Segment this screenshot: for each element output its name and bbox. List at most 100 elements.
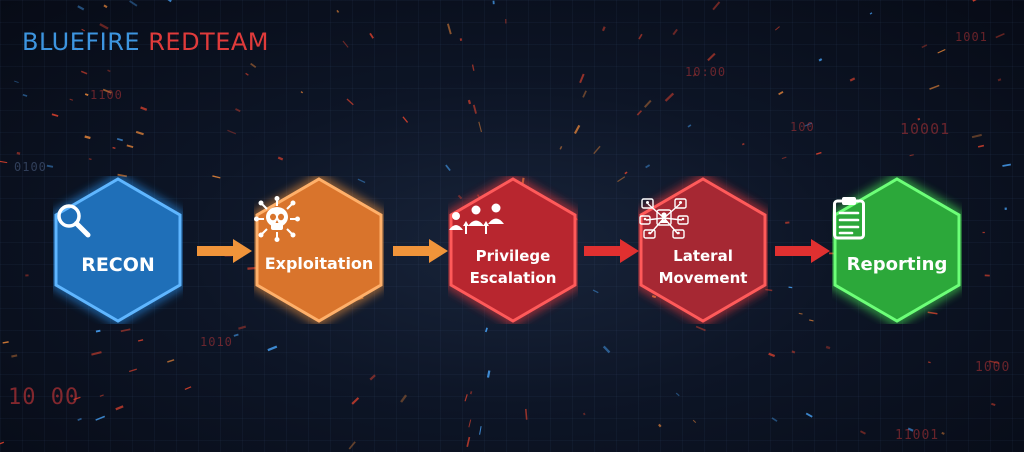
particle bbox=[815, 151, 822, 155]
particle bbox=[791, 350, 796, 354]
particle bbox=[469, 391, 473, 395]
flow-arrow bbox=[775, 239, 830, 263]
particle bbox=[692, 419, 697, 423]
particle bbox=[80, 70, 88, 75]
stage-reporting: Reporting bbox=[832, 176, 962, 324]
particle bbox=[559, 145, 563, 150]
hexagon-shape bbox=[254, 176, 384, 324]
particle bbox=[369, 374, 376, 381]
particle bbox=[400, 394, 408, 403]
particle bbox=[486, 370, 491, 378]
stage-label: Lateral Movement bbox=[648, 246, 758, 290]
particle bbox=[14, 80, 19, 84]
particle bbox=[582, 412, 586, 416]
particle bbox=[972, 0, 977, 2]
particle bbox=[712, 1, 721, 11]
particle bbox=[167, 0, 172, 3]
particle bbox=[126, 144, 134, 148]
particle bbox=[95, 415, 106, 421]
particle bbox=[102, 88, 112, 94]
particle bbox=[115, 405, 124, 411]
stage-privilege-escalation: Privilege Escalation bbox=[448, 176, 578, 324]
particle bbox=[771, 417, 778, 422]
particle bbox=[128, 368, 137, 373]
particle bbox=[741, 142, 745, 146]
particle bbox=[909, 154, 914, 157]
hexagon-shape bbox=[53, 176, 183, 324]
bg-binary-text: 10001 bbox=[900, 120, 951, 138]
particle bbox=[51, 113, 59, 117]
particle bbox=[991, 402, 996, 407]
particle bbox=[479, 426, 482, 435]
bg-binary-text: 10 00 bbox=[8, 385, 80, 410]
particle bbox=[977, 144, 985, 148]
particle bbox=[466, 436, 471, 448]
particle bbox=[825, 345, 831, 350]
particle bbox=[860, 430, 866, 435]
stage-recon: RECON bbox=[53, 176, 183, 324]
stage-label-line1: Privilege bbox=[475, 247, 551, 265]
particle bbox=[46, 164, 54, 168]
particle bbox=[695, 325, 706, 332]
particle bbox=[478, 121, 483, 133]
particle bbox=[351, 397, 360, 405]
stage-lateral-movement: Lateral Movement bbox=[638, 176, 768, 324]
particle bbox=[582, 90, 587, 98]
particle bbox=[235, 108, 241, 113]
particle bbox=[135, 130, 144, 136]
particle bbox=[77, 5, 85, 11]
particle bbox=[250, 62, 257, 68]
particle bbox=[592, 289, 599, 294]
particle bbox=[348, 441, 356, 450]
particle bbox=[484, 327, 488, 333]
particle bbox=[99, 394, 104, 397]
particle bbox=[0, 441, 5, 445]
bg-binary-text: 10:00 bbox=[685, 65, 727, 79]
particle bbox=[267, 345, 278, 352]
particle bbox=[445, 164, 451, 172]
stage-label: Privilege Escalation bbox=[458, 246, 568, 290]
particle bbox=[601, 26, 606, 32]
stage-label-line2: Movement bbox=[658, 268, 748, 287]
stage-label: Exploitation bbox=[264, 254, 374, 273]
particle bbox=[103, 4, 108, 9]
bg-binary-text: 1001 bbox=[955, 30, 988, 44]
particle bbox=[778, 91, 784, 96]
particle bbox=[73, 396, 81, 401]
particle bbox=[2, 341, 9, 344]
particle bbox=[117, 173, 128, 178]
particle bbox=[472, 104, 477, 114]
particle bbox=[300, 91, 304, 94]
particle bbox=[74, 46, 79, 51]
particle bbox=[468, 419, 472, 428]
flow-arrow bbox=[197, 239, 252, 263]
particle bbox=[120, 328, 131, 333]
particle bbox=[907, 427, 914, 432]
particle bbox=[277, 156, 284, 161]
particle bbox=[774, 26, 780, 31]
particle bbox=[971, 133, 982, 139]
particle bbox=[645, 164, 651, 169]
particle bbox=[602, 345, 611, 354]
particle bbox=[336, 9, 340, 13]
particle bbox=[459, 38, 463, 41]
particle bbox=[369, 32, 374, 39]
particle bbox=[107, 69, 111, 73]
particle bbox=[22, 93, 28, 97]
particle bbox=[81, 28, 86, 32]
stage-label-line2: Escalation bbox=[469, 268, 557, 287]
particle bbox=[672, 28, 678, 36]
stage-label: Reporting bbox=[846, 254, 948, 275]
particle bbox=[707, 52, 716, 62]
particle bbox=[927, 361, 931, 364]
particle bbox=[238, 325, 247, 330]
particle bbox=[687, 124, 692, 128]
particle bbox=[233, 333, 239, 337]
particle bbox=[798, 312, 803, 315]
particle bbox=[95, 329, 101, 333]
particle bbox=[88, 158, 92, 160]
particle bbox=[184, 386, 192, 391]
particle bbox=[84, 135, 91, 140]
hexagon-shape bbox=[638, 176, 768, 324]
particle bbox=[927, 311, 938, 315]
